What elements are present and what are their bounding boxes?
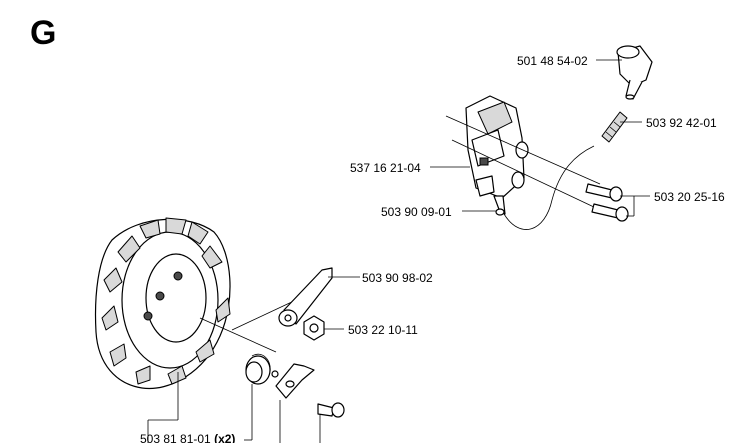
flywheel <box>94 217 297 390</box>
spark-plug-boot <box>616 45 653 100</box>
ignition-module <box>445 95 601 230</box>
small-washer <box>271 370 279 378</box>
leader-lines <box>147 59 650 443</box>
nut <box>303 315 325 341</box>
spring-ring <box>245 353 271 385</box>
part-number-label: 537 16 21-04 <box>350 161 421 175</box>
section-letter: G <box>30 14 57 52</box>
pawl-bracket <box>275 363 315 399</box>
cable-arm <box>278 267 333 327</box>
part-number-label: 503 90 09-01 <box>381 205 452 219</box>
part-number-label: 503 92 42-01 <box>646 116 717 130</box>
spark-connector-spring <box>601 111 628 143</box>
part-number-label: 501 48 54-02 <box>517 54 588 68</box>
pawl-screw <box>317 402 345 418</box>
part-number-label: 503 90 98-02 <box>362 271 433 285</box>
part-number-label: 503 22 10-11 <box>348 323 418 337</box>
quantity-label: (x2) <box>214 432 235 443</box>
part-number-label: 503 81 81-01 (x2) <box>140 432 235 443</box>
module-screws <box>585 183 629 222</box>
part-number-label: 503 20 25-16 <box>654 190 725 204</box>
